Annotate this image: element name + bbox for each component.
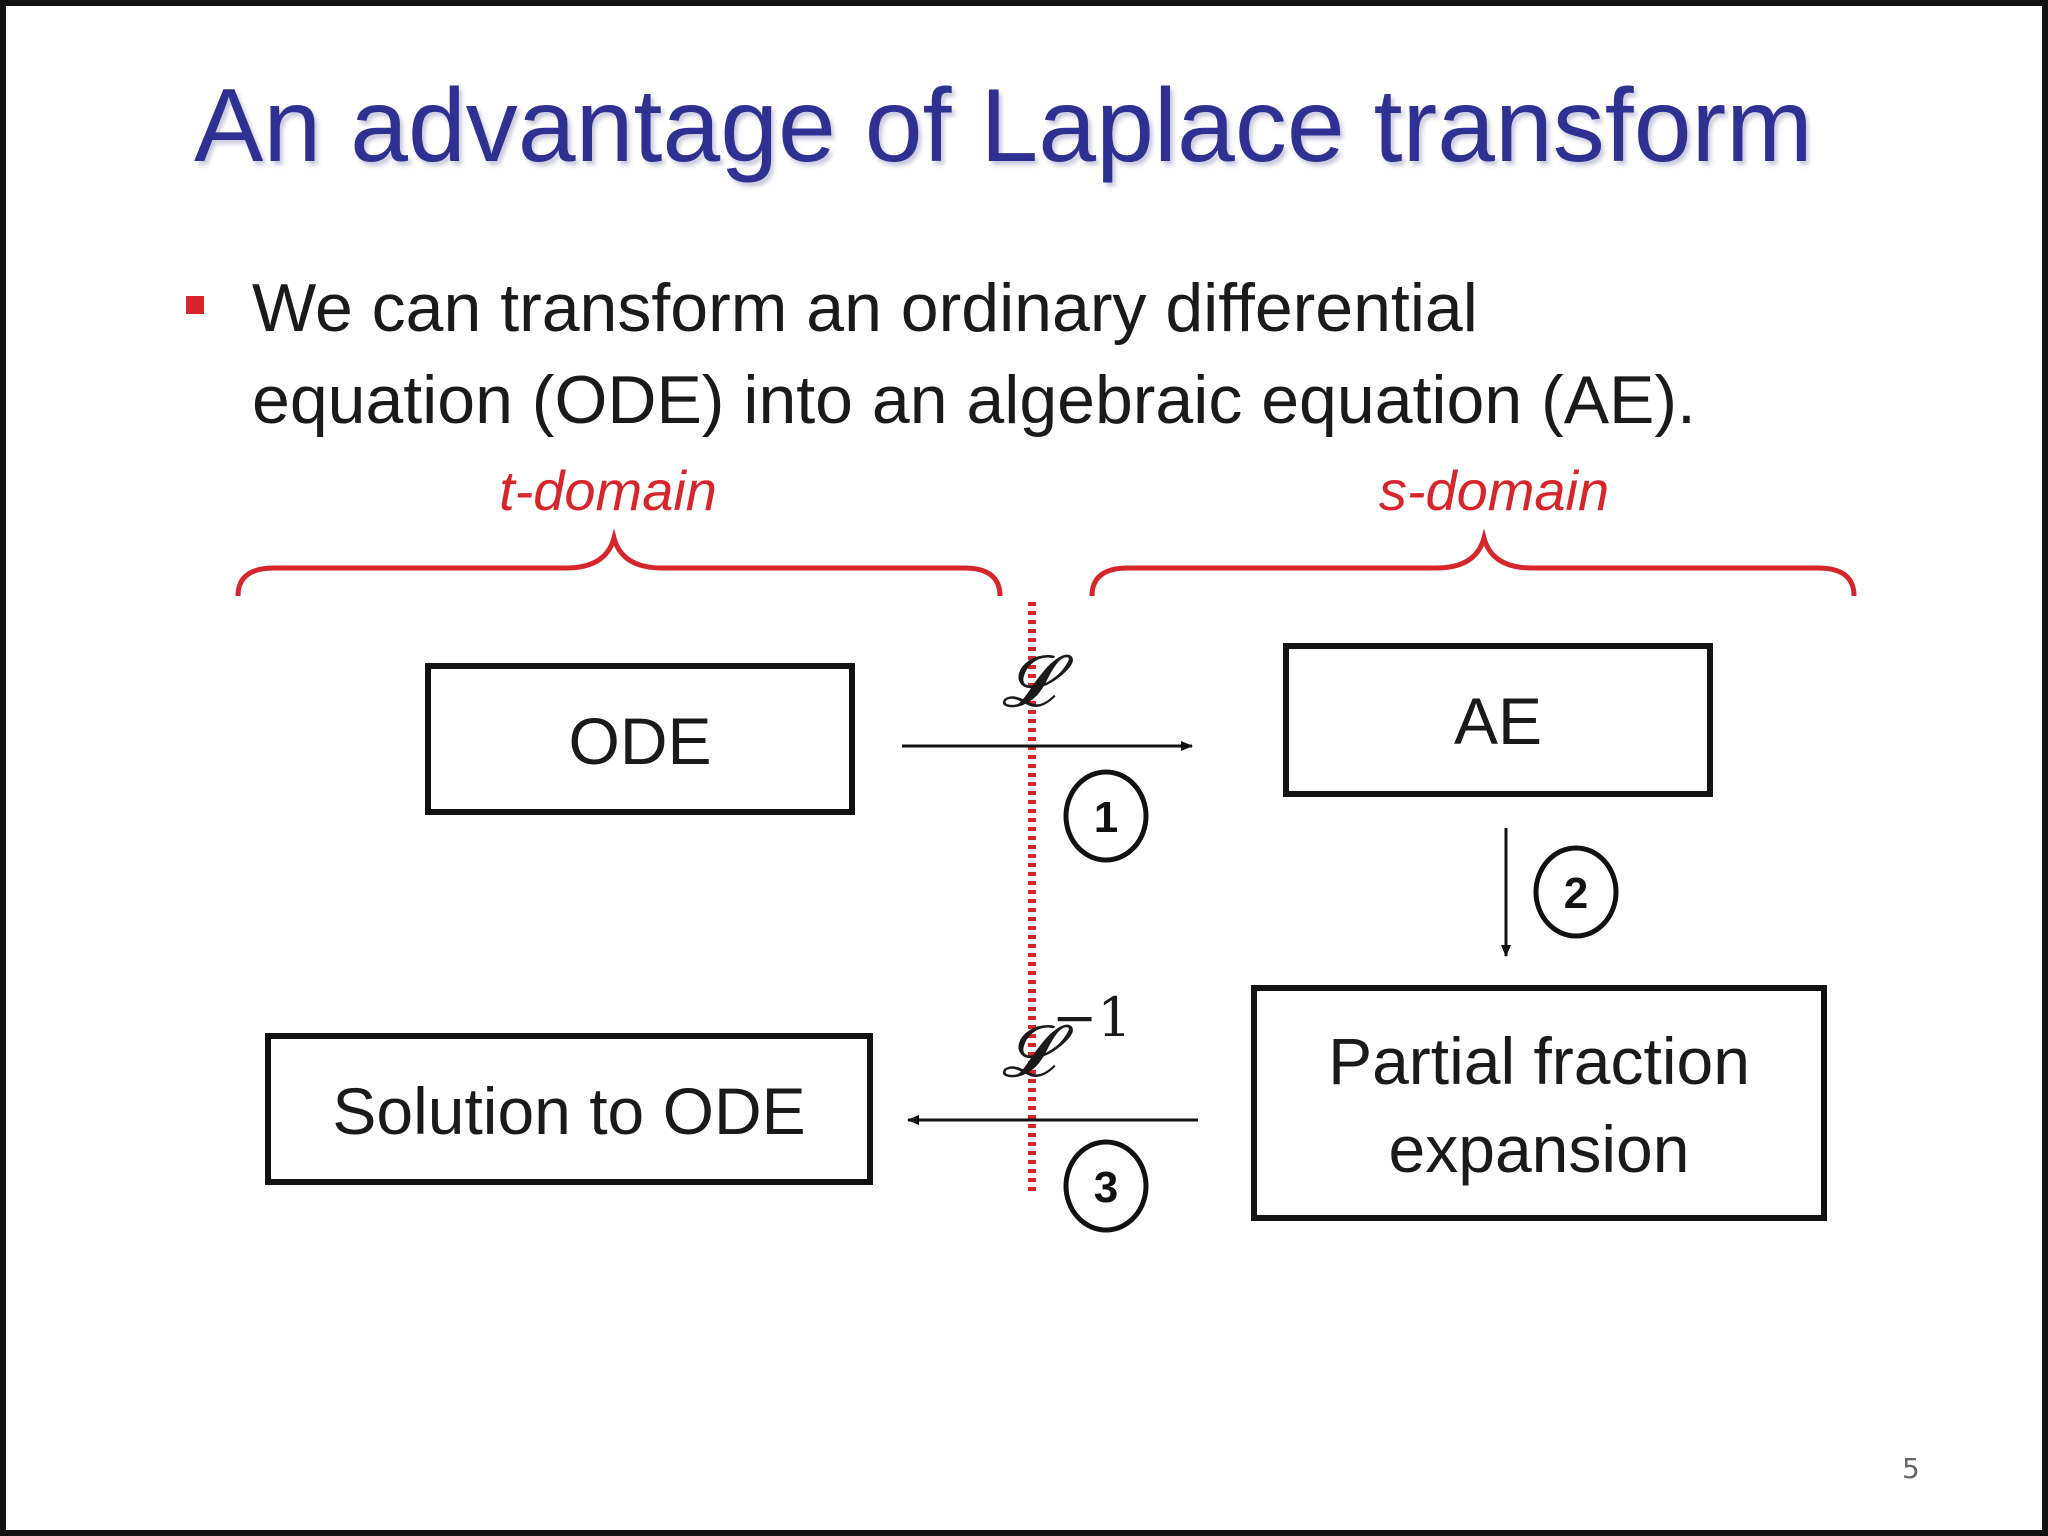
laplace-flow-diagram: t-domain s-domain ODE AE Partial fractio…: [235, 459, 1857, 1233]
partial-fraction-box: [1251, 985, 1827, 1221]
step-2-label: 2: [1564, 869, 1588, 918]
page-number: 5: [1902, 1452, 1920, 1485]
solution-box: [265, 1033, 873, 1185]
bullet-text: We can transform an ordinary differentia…: [252, 262, 1892, 446]
partial-fraction-label-line-2: expansion: [1389, 1112, 1690, 1186]
ode-box-label: ODE: [568, 704, 711, 778]
s-domain-label: s-domain: [1379, 459, 1609, 522]
laplace-operator: 𝓛: [1002, 639, 1074, 723]
ode-box: [425, 663, 855, 815]
bullet-line-2: equation (ODE) into an algebraic equatio…: [252, 362, 1696, 438]
step-3-label: 3: [1094, 1163, 1118, 1212]
ae-box: [1283, 643, 1713, 797]
inverse-laplace-exponent: −1: [1052, 986, 1132, 1049]
t-domain-label: t-domain: [499, 459, 717, 522]
t-domain-brace: [235, 528, 1003, 597]
s-domain-brace: [1089, 528, 1857, 597]
ae-box-label: AE: [1454, 684, 1542, 758]
step-1-label: 1: [1094, 793, 1118, 842]
solution-box-label: Solution to ODE: [332, 1074, 805, 1148]
partial-fraction-label-line-1: Partial fraction: [1328, 1024, 1750, 1098]
bullet-marker: [186, 296, 204, 314]
bullet-line-1: We can transform an ordinary differentia…: [252, 270, 1478, 346]
slide-title: An advantage of Laplace transform: [194, 68, 1813, 184]
step-1-circle: [1063, 769, 1149, 863]
step-3-circle: [1063, 1139, 1149, 1233]
step-2-circle: [1533, 845, 1619, 939]
